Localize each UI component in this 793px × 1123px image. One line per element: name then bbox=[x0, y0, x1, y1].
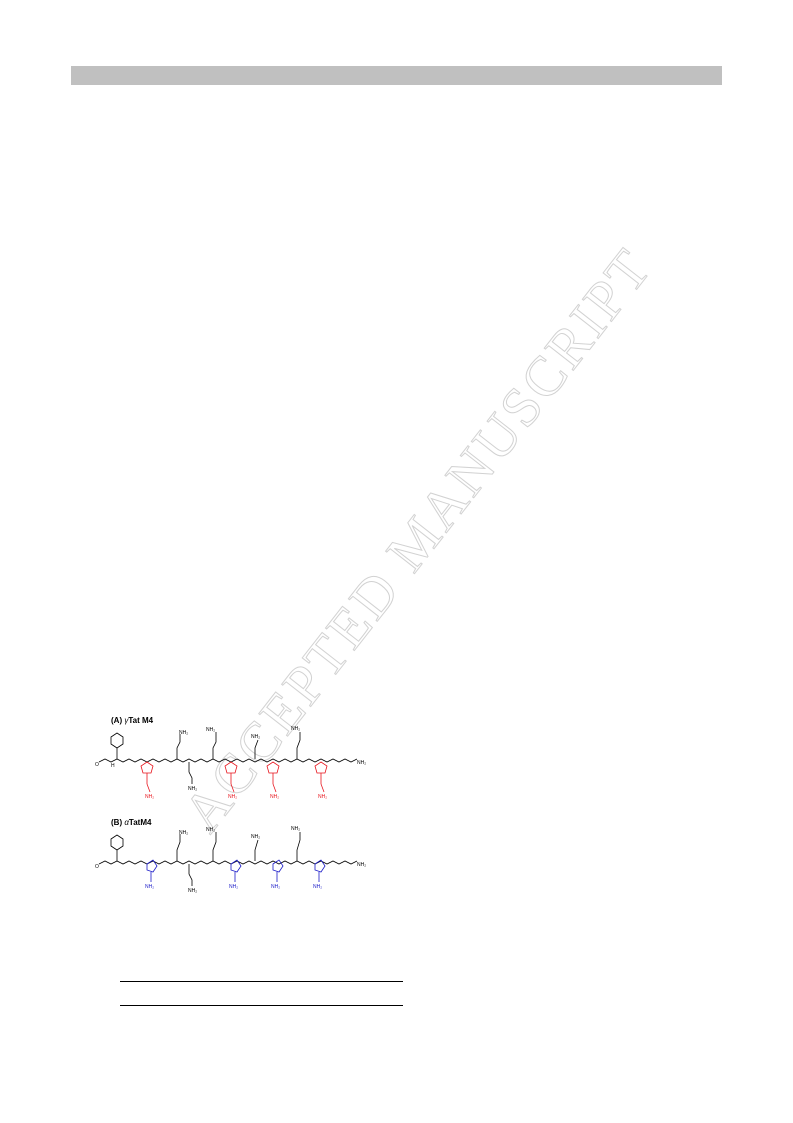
atom-nh2: NH₂ bbox=[188, 786, 197, 792]
atom-nh2-red: NH₂ bbox=[318, 794, 327, 800]
running-header-bar bbox=[71, 66, 722, 85]
horizontal-rule bbox=[120, 1005, 403, 1006]
atom-nh2: NH₂ bbox=[357, 760, 366, 766]
panel-b-label: (B) αTatM4 bbox=[111, 818, 151, 827]
gamma-residue-rings bbox=[140, 761, 328, 793]
atom-nh2-blue: NH₂ bbox=[145, 884, 154, 890]
panel-a-letter: (A) bbox=[111, 716, 123, 725]
atom-nh2: NH₂ bbox=[206, 827, 215, 833]
atom-nh2: NH₂ bbox=[206, 727, 215, 733]
atom-nh2: NH₂ bbox=[251, 834, 260, 840]
gamma-tat-m4-structure: O H NH₂ NH₂ NH₂ NH₂ NH₂ NH₂ NH₂ NH₂ NH₂ … bbox=[95, 726, 366, 800]
atom-nh2: NH₂ bbox=[251, 734, 260, 740]
atom-h: H bbox=[111, 763, 115, 769]
atom-o: O bbox=[95, 864, 99, 870]
atom-nh2: NH₂ bbox=[179, 730, 188, 736]
atom-nh2: NH₂ bbox=[291, 726, 300, 732]
atom-nh2: NH₂ bbox=[357, 862, 366, 868]
atom-nh2-red: NH₂ bbox=[228, 794, 237, 800]
atom-nh2: NH₂ bbox=[188, 888, 197, 894]
atom-nh2-red: NH₂ bbox=[270, 794, 279, 800]
alpha-tat-m4-structure: O NH₂ NH₂ NH₂ NH₂ NH₂ NH₂ NH₂ NH₂ NH₂ NH… bbox=[95, 826, 366, 894]
atom-nh2-blue: NH₂ bbox=[229, 884, 238, 890]
atom-o: O bbox=[95, 762, 99, 768]
atom-nh2-blue: NH₂ bbox=[313, 884, 322, 890]
panel-a-greek: γ bbox=[124, 716, 129, 725]
panel-a-label: (A) γTat M4 bbox=[111, 716, 153, 725]
panel-a-name: Tat M4 bbox=[128, 716, 154, 725]
panel-b-name: TatM4 bbox=[128, 818, 152, 827]
alpha-residue-rings bbox=[146, 859, 326, 882]
atom-nh2-blue: NH₂ bbox=[271, 884, 280, 890]
horizontal-rule bbox=[120, 981, 403, 982]
atom-nh2: NH₂ bbox=[291, 826, 300, 832]
panel-b-letter: (B) bbox=[111, 818, 123, 827]
atom-nh2: NH₂ bbox=[179, 830, 188, 836]
atom-nh2-red: NH₂ bbox=[145, 794, 154, 800]
panel-b-greek: α bbox=[124, 818, 129, 827]
